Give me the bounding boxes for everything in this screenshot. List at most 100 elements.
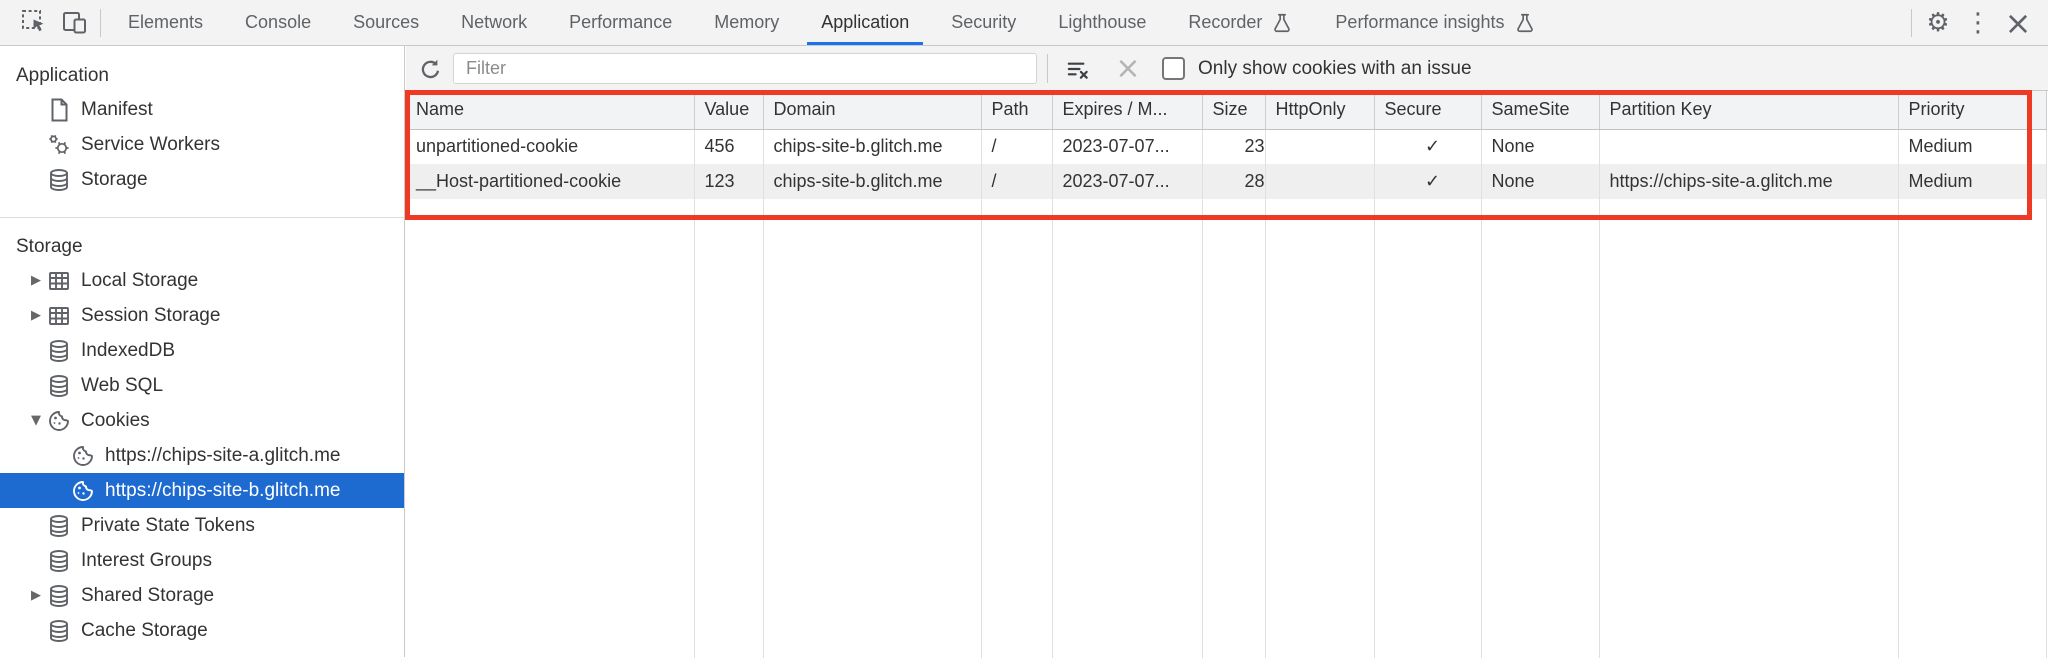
toolbar-divider xyxy=(100,9,101,37)
tab-elements[interactable]: Elements xyxy=(107,0,224,45)
application-sidebar: Application Manifest Service Workers Sto… xyxy=(0,46,405,657)
sidebar-item-session-storage[interactable]: ▶ Session Storage xyxy=(0,298,404,333)
cell-httponly[interactable] xyxy=(1265,164,1374,199)
cookies-toolbar: × Only show cookies with an issue xyxy=(406,46,2048,91)
sidebar-item-cookies[interactable]: ▼ Cookies xyxy=(0,403,404,438)
toolbar-divider xyxy=(1911,9,1912,37)
gears-icon xyxy=(46,132,72,158)
sidebar-item-service-workers[interactable]: Service Workers xyxy=(0,127,404,162)
refresh-icon[interactable] xyxy=(412,53,448,85)
cell-samesite[interactable]: None xyxy=(1481,164,1599,199)
column-header-samesite[interactable]: SameSite xyxy=(1481,91,1599,129)
cell-name[interactable]: unpartitioned-cookie xyxy=(406,129,694,164)
sidebar-item-interest-groups[interactable]: Interest Groups xyxy=(0,543,404,578)
tab-application[interactable]: Application xyxy=(800,0,930,45)
column-header-path[interactable]: Path xyxy=(981,91,1052,129)
tab-performance-insights[interactable]: Performance insights xyxy=(1314,0,1556,45)
tab-lighthouse[interactable]: Lighthouse xyxy=(1037,0,1167,45)
cell-value[interactable]: 123 xyxy=(694,164,763,199)
cell-name[interactable]: __Host-partitioned-cookie xyxy=(406,164,694,199)
column-header-priority[interactable]: Priority xyxy=(1898,91,2046,129)
column-header-secure[interactable]: Secure xyxy=(1374,91,1481,129)
database-icon xyxy=(46,167,72,193)
cookie-table-header-row: Name Value Domain Path Expires / M... Si… xyxy=(406,91,2046,129)
cell-path[interactable]: / xyxy=(981,164,1052,199)
sidebar-item-cookies-chips-site-a[interactable]: https://chips-site-a.glitch.me xyxy=(0,438,404,473)
application-section-title: Application xyxy=(0,59,404,92)
delete-selected-icon[interactable]: × xyxy=(1108,46,1148,91)
sidebar-item-manifest[interactable]: Manifest xyxy=(0,92,404,127)
clear-all-cookies-icon[interactable] xyxy=(1059,54,1097,84)
column-header-expires[interactable]: Expires / M... xyxy=(1052,91,1202,129)
cell-size[interactable]: 23 xyxy=(1202,129,1265,164)
chevron-right-icon[interactable]: ▶ xyxy=(26,273,46,288)
chevron-down-icon[interactable]: ▼ xyxy=(26,413,46,428)
column-header-name[interactable]: Name xyxy=(406,91,694,129)
sidebar-item-storage[interactable]: Storage xyxy=(0,162,404,197)
database-icon xyxy=(46,513,72,539)
database-icon xyxy=(46,373,72,399)
column-header-size[interactable]: Size xyxy=(1202,91,1265,129)
device-toolbar-icon[interactable] xyxy=(54,0,94,45)
sidebar-item-cache-storage[interactable]: Cache Storage xyxy=(0,613,404,648)
settings-gear-icon[interactable]: ⚙ xyxy=(1918,0,1958,45)
cookie-icon xyxy=(70,478,96,504)
application-section: Application Manifest Service Workers Sto… xyxy=(0,46,404,197)
tab-sources[interactable]: Sources xyxy=(332,0,440,45)
cell-partition-key[interactable]: https://chips-site-a.glitch.me xyxy=(1599,164,1898,199)
tabbar-left-controls xyxy=(0,0,107,45)
tab-memory[interactable]: Memory xyxy=(693,0,800,45)
tab-security[interactable]: Security xyxy=(930,0,1037,45)
cell-value[interactable]: 456 xyxy=(694,129,763,164)
sidebar-item-shared-storage[interactable]: ▶ Shared Storage xyxy=(0,578,404,613)
cell-expires[interactable]: 2023-07-07... xyxy=(1052,129,1202,164)
column-header-value[interactable]: Value xyxy=(694,91,763,129)
database-icon xyxy=(46,338,72,364)
cell-expires[interactable]: 2023-07-07... xyxy=(1052,164,1202,199)
cell-priority[interactable]: Medium xyxy=(1898,129,2046,164)
sidebar-item-local-storage[interactable]: ▶ Local Storage xyxy=(0,263,404,298)
sidebar-item-cookies-chips-site-b[interactable]: https://chips-site-b.glitch.me xyxy=(0,473,404,508)
cell-samesite[interactable]: None xyxy=(1481,129,1599,164)
column-header-domain[interactable]: Domain xyxy=(763,91,981,129)
database-icon xyxy=(46,583,72,609)
cookie-table-wrap: Name Value Domain Path Expires / M... Si… xyxy=(406,91,2048,657)
cell-secure[interactable]: ✓ xyxy=(1374,164,1481,199)
sidebar-item-indexeddb[interactable]: IndexedDB xyxy=(0,333,404,368)
only-show-issue-label: Only show cookies with an issue xyxy=(1198,46,1472,91)
cookie-icon xyxy=(70,443,96,469)
table-row-unpartitioned-cookie[interactable]: unpartitioned-cookie 456 chips-site-b.gl… xyxy=(406,129,2046,164)
chevron-right-icon[interactable]: ▶ xyxy=(26,588,46,603)
tab-console[interactable]: Console xyxy=(224,0,332,45)
cell-domain[interactable]: chips-site-b.glitch.me xyxy=(763,164,981,199)
cell-priority[interactable]: Medium xyxy=(1898,164,2046,199)
tab-network[interactable]: Network xyxy=(440,0,548,45)
chevron-right-icon[interactable]: ▶ xyxy=(26,308,46,323)
only-show-issue-checkbox[interactable] xyxy=(1162,57,1185,80)
kebab-menu-icon[interactable]: ⋮ xyxy=(1958,0,1998,45)
cookie-icon xyxy=(46,408,72,434)
cell-path[interactable]: / xyxy=(981,129,1052,164)
cookies-panel: × Only show cookies with an issue Name V… xyxy=(406,46,2048,657)
storage-section-title: Storage xyxy=(0,230,404,263)
experiment-flask-icon xyxy=(1514,12,1536,34)
sidebar-item-private-state-tokens[interactable]: Private State Tokens xyxy=(0,508,404,543)
sidebar-item-web-sql[interactable]: Web SQL xyxy=(0,368,404,403)
cell-domain[interactable]: chips-site-b.glitch.me xyxy=(763,129,981,164)
experiment-flask-icon xyxy=(1271,12,1293,34)
cell-size[interactable]: 28 xyxy=(1202,164,1265,199)
inspect-element-icon[interactable] xyxy=(14,0,54,45)
cell-httponly[interactable] xyxy=(1265,129,1374,164)
tab-recorder[interactable]: Recorder xyxy=(1167,0,1314,45)
table-row-host-partitioned-cookie[interactable]: __Host-partitioned-cookie 123 chips-site… xyxy=(406,164,2046,199)
storage-section: Storage ▶ Local Storage ▶ Session Storag… xyxy=(0,218,404,648)
cell-secure[interactable]: ✓ xyxy=(1374,129,1481,164)
database-icon xyxy=(46,618,72,644)
cell-partition-key[interactable] xyxy=(1599,129,1898,164)
close-devtools-icon[interactable]: × xyxy=(1998,0,2038,45)
filter-input[interactable] xyxy=(453,53,1037,84)
column-header-partition-key[interactable]: Partition Key xyxy=(1599,91,1898,129)
cookie-table: Name Value Domain Path Expires / M... Si… xyxy=(406,91,2047,658)
tab-performance[interactable]: Performance xyxy=(548,0,693,45)
column-header-httponly[interactable]: HttpOnly xyxy=(1265,91,1374,129)
